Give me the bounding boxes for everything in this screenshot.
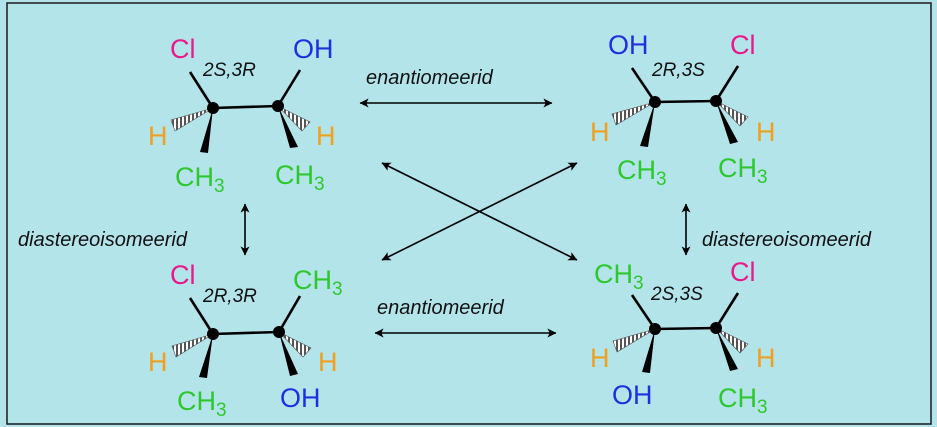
configuration-label: 2S,3S bbox=[650, 284, 703, 305]
substituent-ch3-bottom: CH3 bbox=[718, 383, 768, 418]
molecule-2r3s: OH Cl 2R,3S H H CH3 CH3 bbox=[590, 30, 776, 190]
substituent-h-right: H bbox=[316, 121, 336, 151]
c2-c3-bond bbox=[212, 104, 279, 110]
c2-solid-wedge bbox=[642, 329, 655, 373]
c3-hash-wedge bbox=[278, 331, 312, 358]
enantiomer-label-top: enantiomeerid bbox=[366, 67, 494, 89]
c2-top-bond bbox=[188, 71, 215, 109]
substituent-h-left: H bbox=[148, 347, 168, 377]
c2-hash-wedge bbox=[612, 328, 656, 353]
substituent-h-right: H bbox=[756, 343, 776, 373]
c2-solid-wedge bbox=[200, 108, 213, 153]
c2-atom bbox=[649, 96, 661, 108]
substituent-cl: Cl bbox=[170, 34, 196, 64]
substituent-h-right: H bbox=[756, 117, 776, 147]
substituent-oh: OH bbox=[280, 383, 321, 413]
c2-c3-bond bbox=[212, 330, 280, 336]
c3-solid-wedge bbox=[279, 332, 298, 376]
c3-hash-wedge bbox=[277, 105, 311, 132]
c2-atom bbox=[207, 328, 219, 340]
c3-atom bbox=[272, 100, 284, 112]
c3-hash-wedge bbox=[715, 100, 749, 127]
molecule-2s3r: Cl OH 2S,3R H H CH3 CH3 bbox=[148, 34, 336, 197]
diastereomer-label-left: diastereoisomeerid bbox=[18, 229, 188, 251]
c2-atom bbox=[649, 323, 661, 335]
molecule-2r3r: Cl CH3 2R,3R H H CH3 OH bbox=[148, 260, 343, 421]
c3-atom bbox=[273, 326, 285, 338]
substituent-ch3-right: CH3 bbox=[718, 153, 768, 188]
substituent-cl: Cl bbox=[730, 257, 756, 287]
configuration-label: 2S,3R bbox=[202, 60, 256, 81]
c2-top-bond bbox=[188, 297, 215, 335]
substituent-ch3-left: CH3 bbox=[175, 162, 225, 197]
substituent-ch3-top: CH3 bbox=[594, 259, 644, 294]
substituent-h-left: H bbox=[590, 343, 610, 373]
c2-atom bbox=[207, 102, 219, 114]
substituent-ch3-left: CH3 bbox=[617, 155, 667, 190]
c2-c3-bond bbox=[654, 99, 717, 104]
c3-solid-wedge bbox=[716, 101, 738, 144]
diagram-border bbox=[6, 2, 932, 425]
substituent-h-right: H bbox=[318, 347, 338, 377]
c3-top-bond bbox=[714, 65, 740, 102]
molecule-2s3s: CH3 Cl 2S,3S H H OH CH3 bbox=[590, 257, 776, 418]
diastereomer-label-right: diastereoisomeerid bbox=[702, 229, 872, 251]
c3-solid-wedge bbox=[716, 328, 738, 371]
c3-solid-wedge bbox=[278, 106, 298, 148]
c2-top-bond bbox=[630, 67, 657, 103]
c3-hash-wedge bbox=[715, 327, 749, 354]
configuration-label: 2R,3R bbox=[202, 286, 257, 307]
substituent-cl: Cl bbox=[730, 30, 756, 60]
c2-c3-bond bbox=[654, 326, 717, 331]
substituent-oh: OH bbox=[293, 34, 334, 64]
c2-hash-wedge bbox=[171, 333, 214, 358]
c2-top-bond bbox=[630, 294, 657, 330]
enantiomer-label-bottom: enantiomeerid bbox=[377, 297, 505, 319]
c3-top-bond bbox=[277, 295, 302, 333]
substituent-oh: OH bbox=[612, 380, 653, 410]
c3-atom bbox=[710, 95, 722, 107]
c2-solid-wedge bbox=[640, 102, 655, 147]
c2-solid-wedge bbox=[199, 334, 213, 378]
substituent-ch3-top: CH3 bbox=[293, 265, 343, 300]
c3-top-bond bbox=[276, 69, 302, 107]
c2-hash-wedge bbox=[170, 107, 214, 132]
diastereomer-arrow-diagonal-2 bbox=[381, 162, 578, 261]
substituent-h-left: H bbox=[148, 121, 168, 151]
substituent-ch3-right: CH3 bbox=[275, 160, 325, 195]
substituent-ch3-bottom: CH3 bbox=[177, 386, 227, 421]
c3-atom bbox=[710, 322, 722, 334]
substituent-cl: Cl bbox=[170, 260, 196, 290]
c2-hash-wedge bbox=[611, 101, 656, 126]
configuration-label: 2R,3S bbox=[651, 60, 705, 81]
substituent-oh: OH bbox=[608, 30, 649, 60]
substituent-h-left: H bbox=[590, 117, 610, 147]
c3-top-bond bbox=[714, 292, 740, 329]
